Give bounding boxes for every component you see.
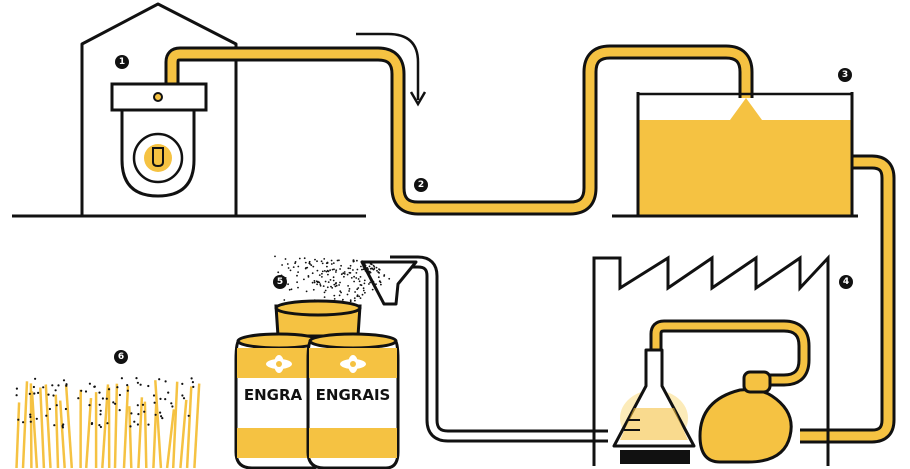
funnel-icon — [360, 260, 418, 306]
step-badge-4: 4 — [839, 275, 853, 289]
factory-icon — [592, 254, 830, 466]
house-icon — [80, 2, 238, 216]
pipes — [164, 44, 896, 444]
boiler-icon — [698, 370, 793, 464]
step-badge-6: 6 — [114, 350, 128, 364]
step-number-2: 2 — [418, 180, 424, 190]
step-number-3: 3 — [842, 70, 848, 80]
bag-label-2: ENGRAIS — [316, 386, 391, 404]
flower-emblem-icon — [266, 355, 292, 373]
bag-label-1: ENGRA — [244, 386, 303, 404]
step-badge-2: 2 — [414, 178, 428, 192]
flow-arrow-icon — [356, 32, 427, 107]
flask-icon — [612, 348, 696, 464]
tank-icon — [636, 92, 854, 218]
toilet-icon — [110, 82, 208, 198]
step-number-4: 4 — [843, 277, 849, 287]
step-number-1: 1 — [119, 57, 125, 67]
step-badge-5: 5 — [273, 275, 287, 289]
step-badge-1: 1 — [115, 55, 129, 69]
step-number-5: 5 — [277, 277, 283, 287]
step-number-6: 6 — [118, 352, 124, 362]
crop-field-icon — [15, 377, 201, 469]
flower-emblem-icon — [340, 355, 366, 373]
fertilizer-bag-icon: ENGRA ENGRAIS — [234, 299, 400, 469]
step-badge-3: 3 — [838, 68, 852, 82]
